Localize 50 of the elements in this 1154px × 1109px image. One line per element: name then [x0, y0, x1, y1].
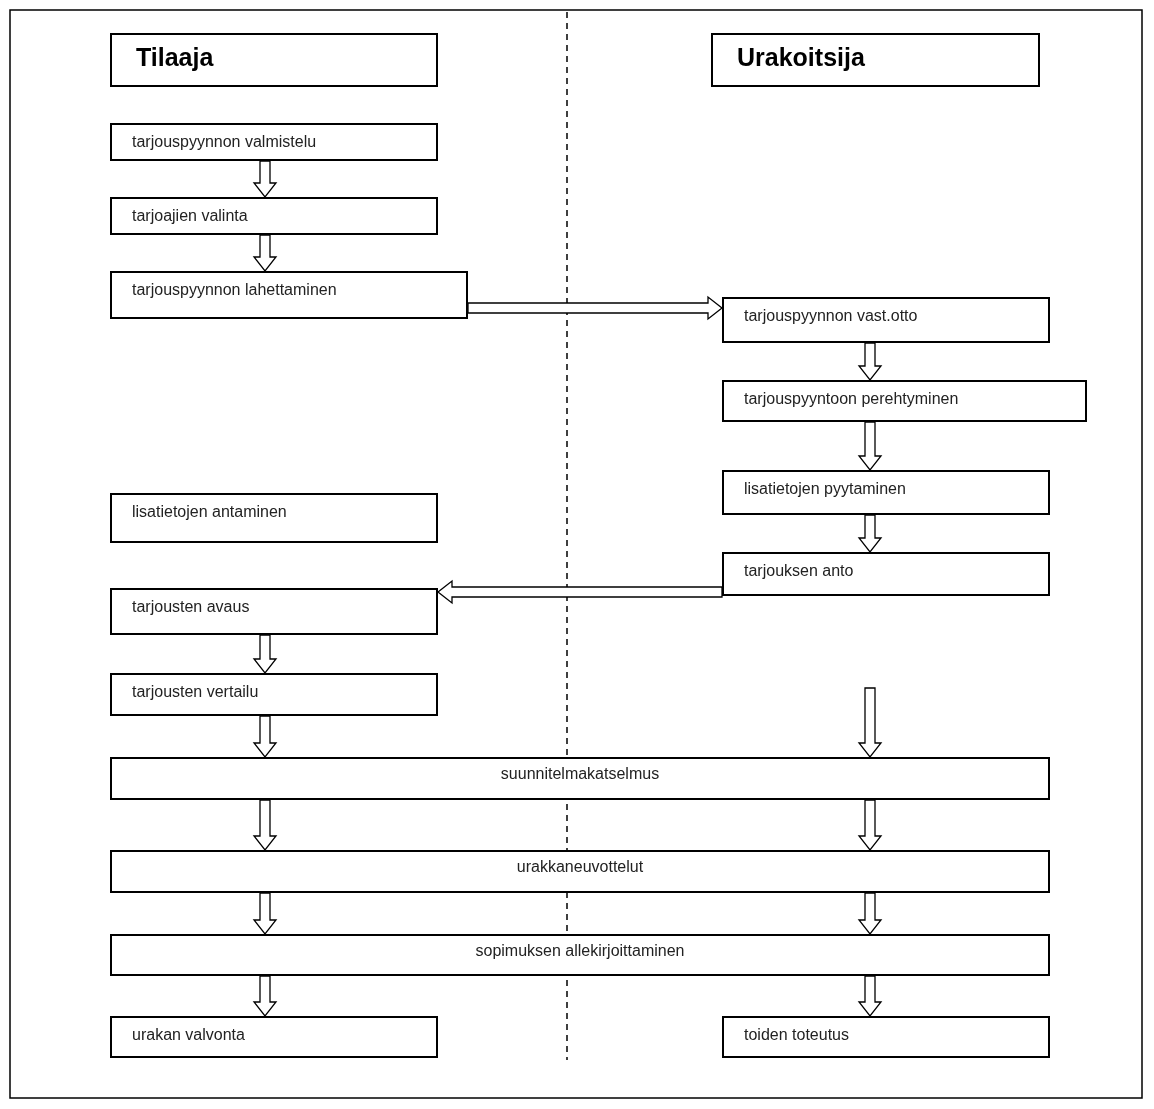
process-box — [110, 197, 438, 235]
joint-process-box — [110, 934, 1050, 976]
process-box — [110, 673, 438, 716]
process-box — [722, 1016, 1050, 1058]
step-label: tarjouspyyntoon perehtyminen — [743, 389, 960, 408]
process-box — [722, 297, 1050, 343]
block-arrow — [252, 634, 278, 675]
process-box — [110, 588, 438, 635]
process-box — [110, 123, 438, 161]
lane-header — [711, 33, 1040, 87]
block-arrow — [857, 892, 883, 936]
step-label: toiden toteutus — [743, 1025, 850, 1044]
step-label: urakan valvonta — [131, 1025, 246, 1044]
step-label: suunnitelmakatselmus — [499, 764, 661, 783]
step-label: tarjouksen anto — [743, 561, 855, 580]
block-arrow — [857, 514, 883, 554]
process-box — [722, 380, 1087, 422]
block-arrow — [857, 421, 883, 472]
step-label: Urakoitsija — [736, 42, 866, 72]
block-arrow — [252, 160, 278, 199]
step-label: lisatietojen pyytaminen — [743, 479, 907, 498]
step-label: tarjouspyynnon lahettaminen — [131, 280, 338, 299]
block-arrow — [857, 342, 883, 382]
joint-process-box — [110, 850, 1050, 893]
step-label: urakkaneuvottelut — [515, 857, 645, 876]
step-label: tarjouspyynnon vast.otto — [743, 306, 919, 325]
process-box — [722, 552, 1050, 596]
step-label: tarjousten vertailu — [131, 682, 260, 701]
process-box — [110, 271, 468, 319]
step-label: tarjouspyynnon valmistelu — [131, 132, 318, 151]
step-label: Tilaaja — [135, 42, 215, 72]
block-arrow — [252, 975, 278, 1018]
process-box — [110, 493, 438, 543]
step-label: tarjousten avaus — [131, 597, 251, 616]
block-arrow — [436, 579, 723, 605]
process-box — [110, 1016, 438, 1058]
block-arrow — [252, 892, 278, 936]
block-arrow — [857, 799, 883, 852]
process-box — [722, 470, 1050, 515]
step-label: tarjoajien valinta — [131, 206, 249, 225]
block-arrow — [467, 295, 724, 321]
block-arrow — [252, 234, 278, 273]
block-arrow — [857, 687, 883, 759]
block-arrow — [252, 715, 278, 759]
step-label: sopimuksen allekirjoittaminen — [474, 941, 686, 960]
block-arrow — [857, 975, 883, 1018]
lane-header — [110, 33, 438, 87]
joint-process-box — [110, 757, 1050, 800]
step-label: lisatietojen antaminen — [131, 502, 288, 521]
block-arrow — [252, 799, 278, 852]
